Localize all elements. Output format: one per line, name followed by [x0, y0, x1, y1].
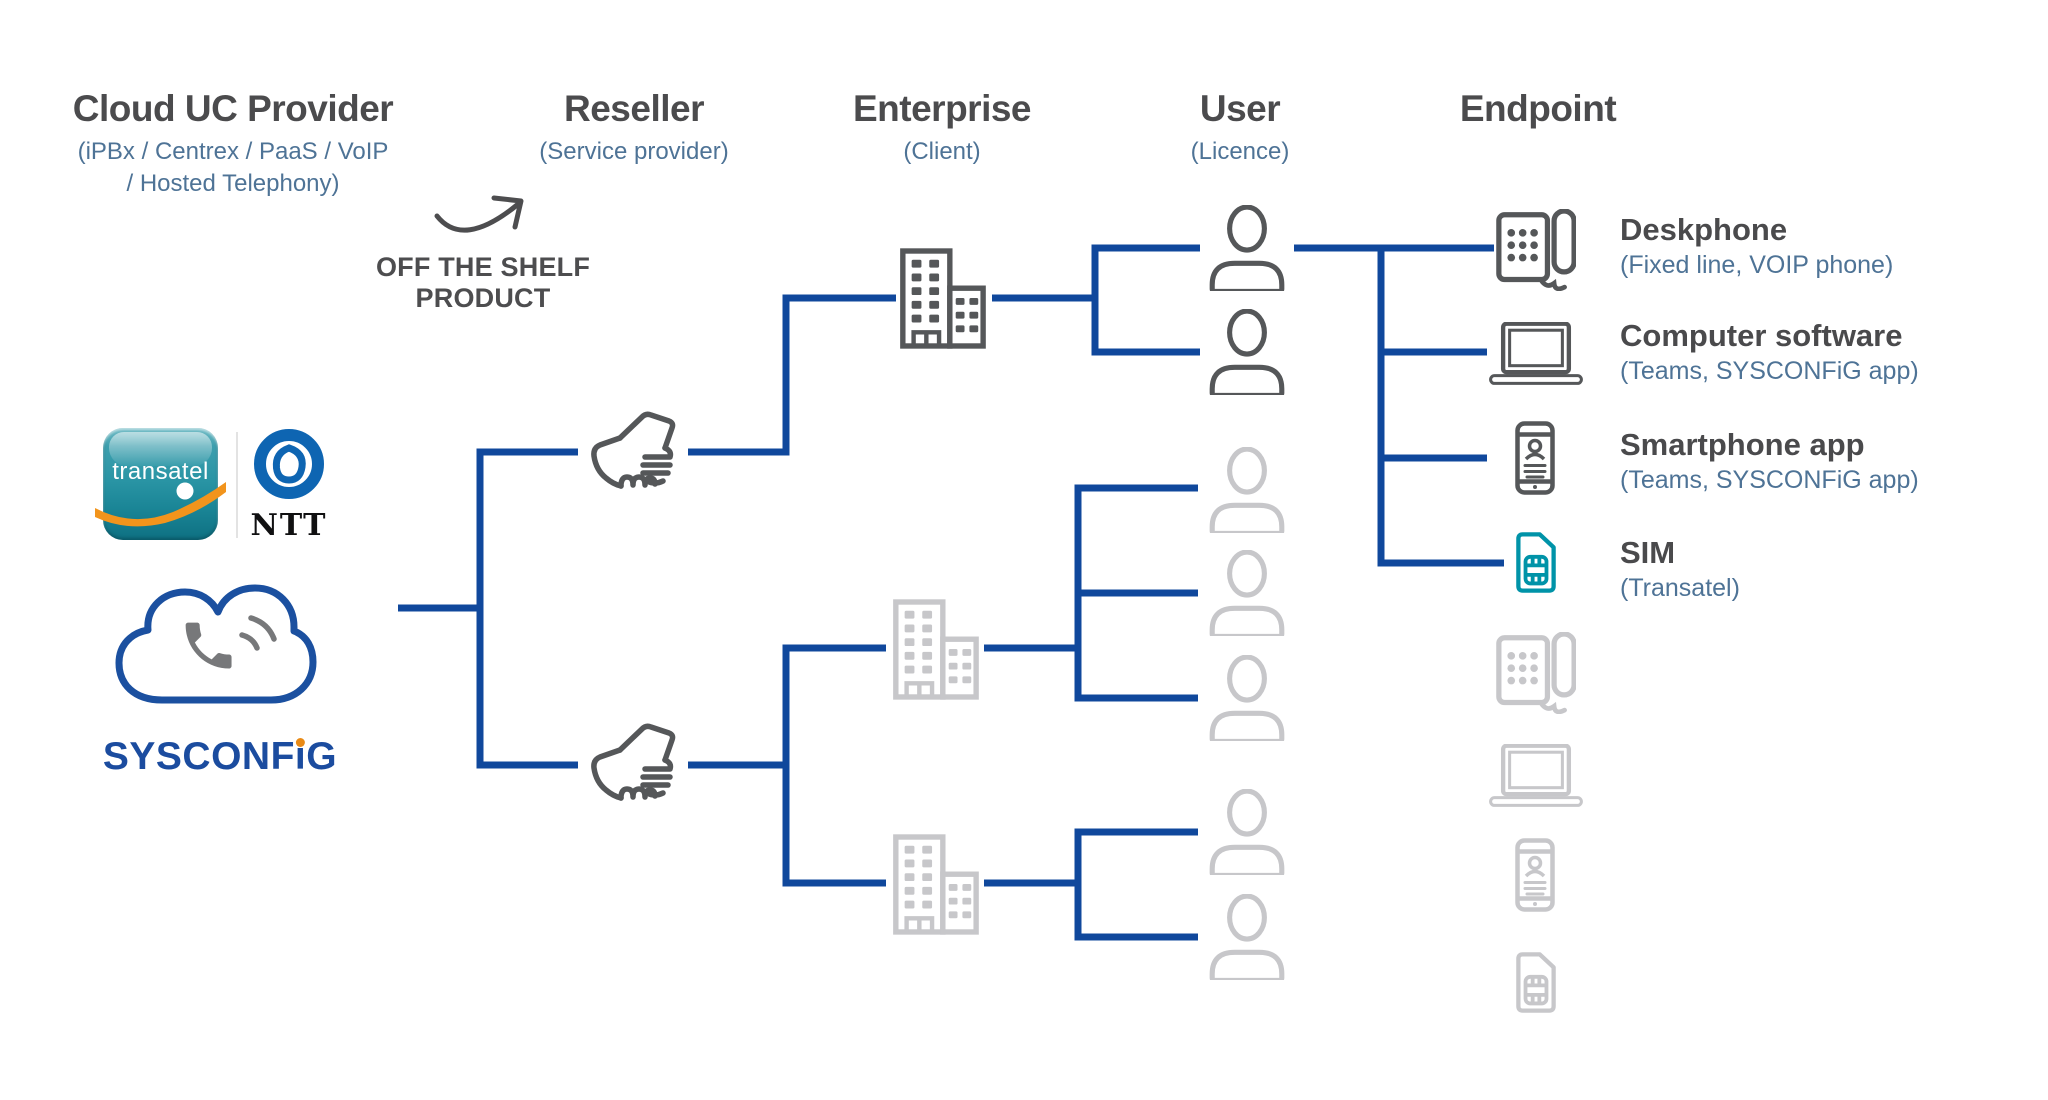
ntt-logo-mark — [254, 429, 324, 499]
phone-handset-icon — [185, 615, 277, 669]
sim-card-icon-inactive — [1518, 954, 1553, 1010]
endpoint-label-smartphone-app: Smartphone app (Teams, SYSCONFiG app) — [1620, 427, 1980, 496]
handshake-icon — [594, 414, 673, 486]
column-subtitle-cloud-uc-provider: (iPBx / Centrex / PaaS / VoIP / Hosted T… — [77, 138, 389, 197]
transatel-logo-text: transatel — [112, 458, 209, 485]
building-icon-active — [903, 251, 983, 346]
column-subtitle-enterprise: (Client) — [903, 138, 981, 165]
smartphone-icon-inactive — [1518, 841, 1553, 910]
endpoint-title: Deskphone — [1620, 212, 1788, 247]
laptop-icon-inactive — [1491, 746, 1582, 806]
sysconfig-text-i: i — [294, 735, 307, 778]
sim-card-icon — [1518, 534, 1553, 590]
column-subtitle-reseller: (Service provider) — [539, 138, 729, 165]
endpoint-subtitle: (Fixed line, VOIP phone) — [1620, 251, 1894, 279]
off-the-shelf-line1: OFF THE SHELF — [375, 252, 591, 282]
endpoint-subtitle: (Transatel) — [1620, 574, 1740, 602]
column-header-cloud-uc-provider: Cloud UC Provider — [72, 88, 394, 129]
user-icon-inactive — [1212, 449, 1282, 533]
transatel-swoosh — [95, 482, 226, 527]
user-icon-active — [1212, 207, 1282, 291]
user-icon-inactive — [1212, 552, 1282, 636]
logo-divider — [236, 432, 238, 538]
user-icon-inactive — [1212, 657, 1282, 741]
endpoint-title: Computer software — [1620, 318, 1903, 353]
column-header-endpoint: Endpoint — [1459, 88, 1617, 129]
endpoint-title: SIM — [1620, 535, 1676, 570]
user-icon-inactive — [1212, 791, 1282, 875]
user-icon-inactive — [1212, 896, 1282, 980]
endpoint-label-sim: SIM (Transatel) — [1620, 535, 1980, 604]
smartphone-icon — [1518, 424, 1553, 493]
endpoint-subtitle: (Teams, SYSCONFiG app) — [1620, 466, 1919, 494]
transatel-gloss — [109, 432, 212, 466]
column-header-reseller: Reseller — [564, 88, 705, 129]
off-the-shelf-label: OFF THE SHELF PRODUCT — [376, 252, 590, 315]
endpoint-subtitle: (Teams, SYSCONFiG app) — [1620, 357, 1919, 385]
transatel-logo: transatel — [95, 428, 226, 540]
connector-lines — [398, 244, 1504, 941]
deskphone-icon — [1499, 211, 1574, 289]
building-icon-inactive — [896, 602, 976, 697]
column-header-user: User — [1199, 88, 1281, 129]
sysconfig-text-post: G — [306, 735, 338, 778]
deskphone-icon-inactive — [1499, 634, 1574, 712]
ntt-logo-text: NTT — [250, 508, 328, 543]
sysconfig-logo-text: SYSCONFiG — [103, 735, 337, 779]
building-icon-inactive — [896, 837, 976, 932]
sysconfig-text-pre: SYSCONF — [102, 735, 295, 778]
endpoint-label-deskphone: Deskphone (Fixed line, VOIP phone) — [1620, 212, 1980, 281]
curved-arrow-icon — [434, 195, 524, 233]
handshake-icon — [594, 726, 673, 798]
endpoint-label-computer-software: Computer software (Teams, SYSCONFiG app) — [1620, 318, 1980, 387]
column-subtitle-user: (Licence) — [1190, 138, 1290, 165]
laptop-icon — [1491, 324, 1582, 384]
sysconfig-cloud-logo — [115, 584, 317, 704]
off-the-shelf-line2: PRODUCT — [415, 283, 551, 314]
column-header-enterprise: Enterprise — [852, 88, 1032, 129]
user-icon-active — [1212, 311, 1282, 395]
endpoint-title: Smartphone app — [1620, 427, 1865, 462]
